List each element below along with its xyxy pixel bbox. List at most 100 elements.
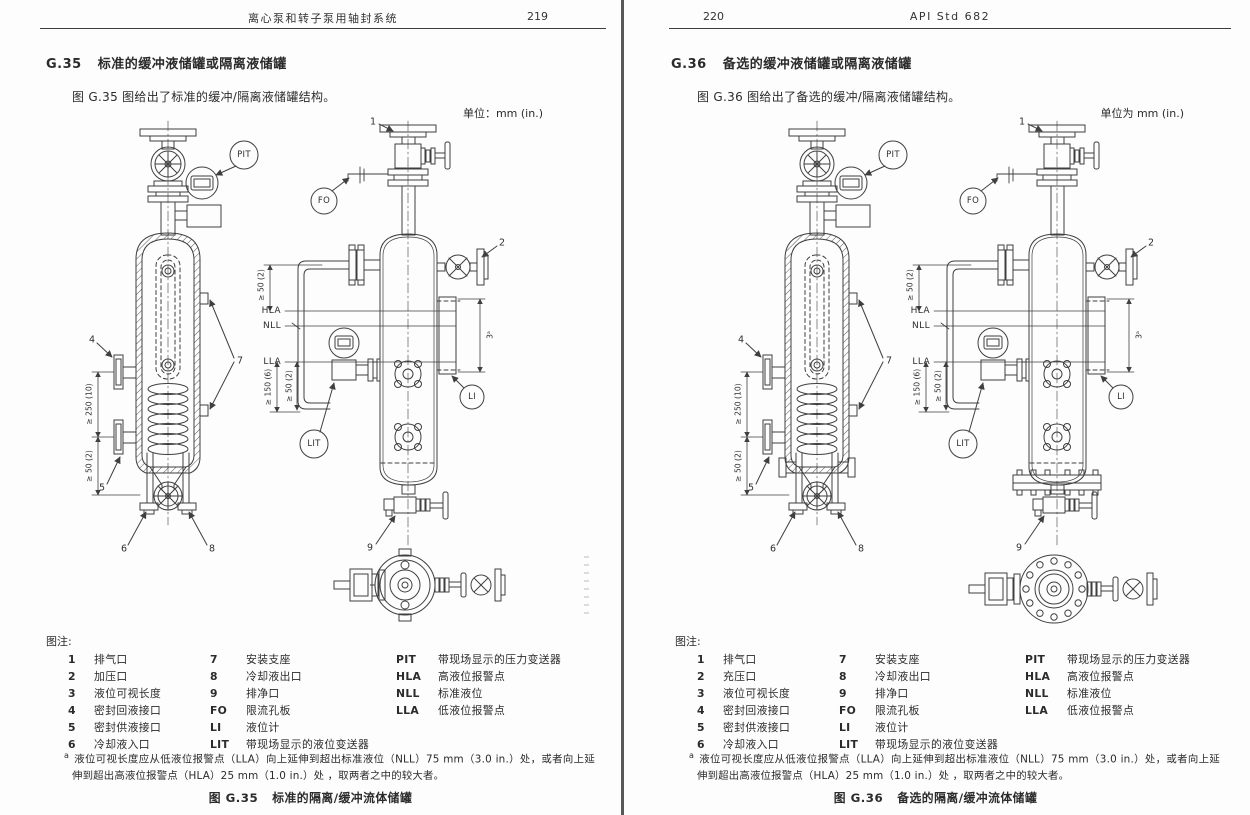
reservoir-plan-view-art [968,554,1158,624]
dim-below-lla-b: ≥ 50 (2) [934,370,943,402]
legend-label: 密封回液接口 [723,704,791,718]
legend-key: LI [839,721,851,735]
legend-label: 液位可视长度 [94,687,162,701]
legend-key: 6 [697,738,705,752]
legend-label: 高液位报警点 [438,670,506,684]
legend-key: NLL [1025,687,1049,701]
legend-label: 排净口 [875,687,909,701]
callout-8: 8 [209,544,215,555]
figure-caption: 图 G.36 备选的隔离/缓冲流体储罐 [625,789,1246,806]
legend-label: 密封供液接口 [723,721,791,735]
callout-5: 5 [99,483,105,494]
figure-diagram-g36: 1 2 4 5 6 7 8 9 PIT FO LIT LI HLA NLL LL… [734,117,1158,624]
units-note: 单位为 mm (in.) [1100,107,1184,120]
callout-4: 4 [738,335,744,346]
legend-key: 9 [839,687,847,701]
legend-key: 6 [68,738,76,752]
intro-paragraph: 图 G.36 图给出了备选的缓冲/隔离液储罐结构。 [697,90,961,104]
legend-label: 带现场显示的液位变送器 [875,738,999,752]
legend-key: NLL [396,687,420,701]
pit-tag-label: PIT [886,150,900,160]
legend-key: LIT [210,738,230,752]
legend-label: 充压口 [723,670,757,684]
footnote-marker: a [689,751,695,760]
legend-key: LIT [839,738,859,752]
legend-label [438,722,599,735]
bolted-flange-art [778,457,1102,496]
legend-label: 带现场显示的液位变送器 [246,738,370,752]
dim-below-lla-b: ≥ 50 (2) [285,370,294,402]
fo-tag-label: FO [967,196,979,206]
legend-label: 标准液位 [438,687,483,701]
legend-label: 液位计 [246,721,280,735]
legend-key: 9 [210,687,218,701]
legend-label: 密封供液接口 [94,721,162,735]
figure-caption: 图 G.35 标准的隔离/缓冲流体储罐 [0,789,621,806]
figure-number: 图 G.35 [208,791,259,805]
running-head-title: 离心泵和转子泵用轴封系统 [248,12,398,25]
intro-paragraph: 图 G.35 图给出了标准的缓冲/隔离液储罐结构。 [72,90,336,104]
page-220: 220 API Std 682 G.36 备选的缓冲液储罐或隔离液储罐 图 G.3… [625,0,1246,815]
section-title: 备选的缓冲液储罐或隔离液储罐 [722,57,912,72]
section-number: G.36 [671,57,707,72]
legend-label: 排气口 [94,653,128,666]
figure-title: 备选的隔离/缓冲流体储罐 [897,791,1038,805]
legend-label: 密封回液接口 [94,704,162,718]
footnote-marker: a [64,751,70,760]
footnote-text: 液位可视长度应从低液位报警点（LLA）向上延伸到超出标准液位（NLL）75 mm… [697,753,1220,782]
reservoir-section-view-art [741,121,907,545]
fo-tag-label: FO [318,196,330,206]
hla-level-label: HLA [911,306,931,316]
dim-coil-span: ≥ 250 (10) [734,383,743,424]
callout-2: 2 [1148,238,1154,249]
legend-key: 8 [839,670,847,684]
legend-title: 图注: [46,635,72,648]
legend-key: 3 [68,687,76,701]
legend-label: 高液位报警点 [1067,670,1135,684]
section-title: 标准的缓冲液储罐或隔离液储罐 [97,57,287,72]
lla-level-label: LLA [912,357,930,367]
callout-1: 1 [370,117,376,128]
hla-level-label: HLA [262,306,282,316]
callout-5: 5 [748,483,754,494]
dim-above-hla: ≥ 50 (2) [906,269,915,301]
legend-label: 安装支座 [875,653,920,666]
legend-label: 带现场显示的压力变送器 [438,653,562,666]
page-header: 220 API Std 682 [669,7,1231,29]
callout-1: 1 [1019,117,1025,128]
legend-key: 2 [697,670,705,684]
legend-key: 7 [210,653,218,666]
legend-label: 低液位报警点 [1067,704,1135,718]
reservoir-side-view-art [913,121,1146,545]
legend-key: 4 [697,704,705,718]
callout-2: 2 [499,238,505,249]
legend-key: 7 [839,653,847,666]
legend-label: 冷却液出口 [875,670,931,684]
callout-9: 9 [1016,543,1022,554]
figure-number: 图 G.36 [833,791,884,805]
dim-coil-lower: ≥ 50 (2) [734,450,743,482]
legend-label: 限流孔板 [875,704,920,718]
lla-level-label: LLA [263,357,281,367]
legend-key: 2 [68,670,76,684]
reservoir-plan-view-art [333,548,506,622]
legend-label: 带现场显示的压力变送器 [1067,653,1191,666]
reservoir-section-view-art [92,121,258,545]
callout-7: 7 [237,356,243,367]
legend-label: 液位计 [875,721,909,735]
figure-title: 标准的隔离/缓冲流体储罐 [272,791,413,805]
legend-label: 安装支座 [246,653,291,666]
legend-key: LLA [396,704,420,718]
legend-label: 冷却液入口 [94,738,150,752]
footnote-text: 液位可视长度应从低液位报警点（LLA）向上延伸到超出标准液位（NLL）75 mm… [72,753,595,782]
scan-artifact [584,556,589,618]
units-note: 单位：mm (in.) [462,107,543,120]
page-number: 220 [703,10,724,23]
callout-7: 7 [886,356,892,367]
dim-below-lla-a: ≥ 150 (6) [264,369,273,405]
nll-level-label: NLL [263,321,281,331]
legend-label: 排净口 [246,687,280,701]
legend-key: PIT [1025,653,1046,666]
